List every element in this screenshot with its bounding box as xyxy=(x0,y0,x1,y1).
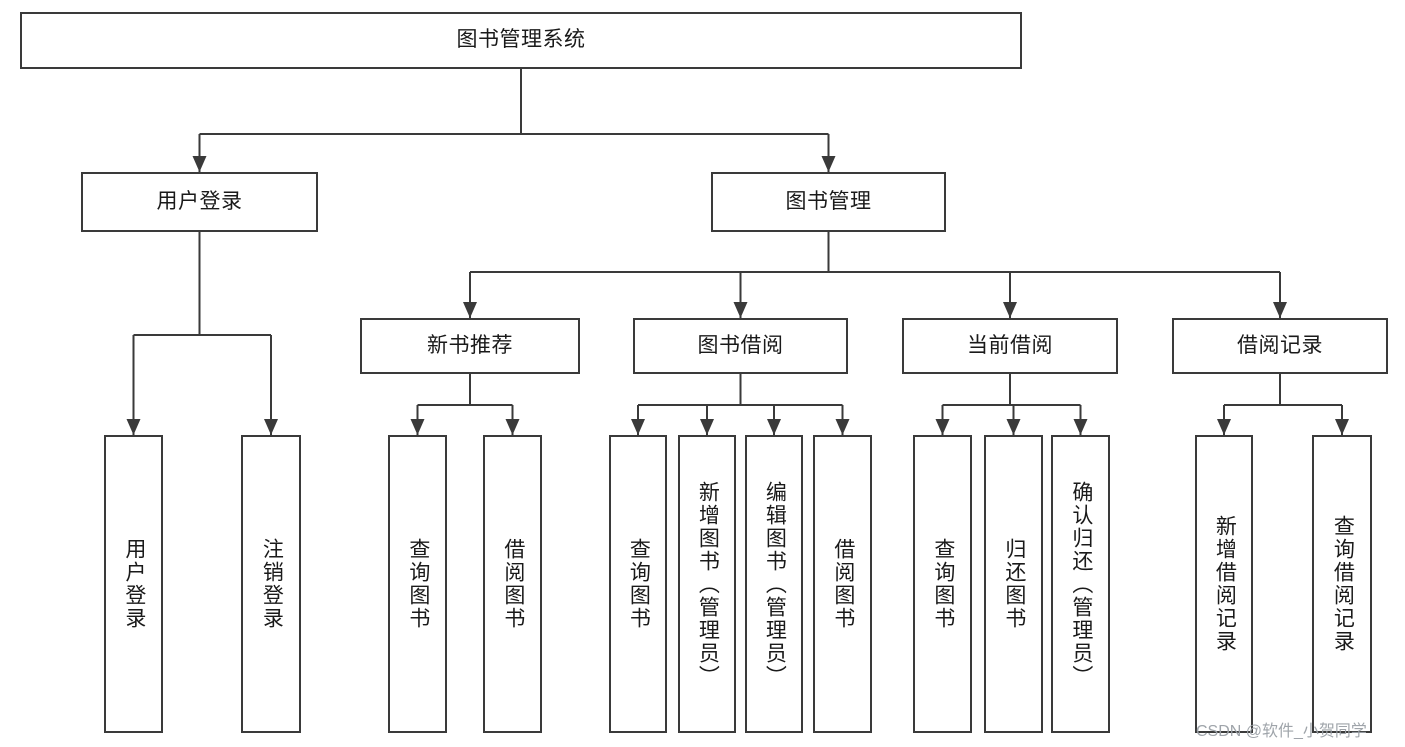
node-label-leaf-add-record: 新增借阅记录 xyxy=(1213,515,1237,653)
node-label-leaf-query-book-current: 查询图书 xyxy=(931,538,955,630)
node-current-borrow[interactable]: 当前借阅 xyxy=(902,318,1118,374)
node-root[interactable]: 图书管理系统 xyxy=(20,12,1022,69)
node-leaf-borrow-book-rec[interactable]: 借阅图书 xyxy=(483,435,542,733)
arrow-head-leaf-add-record xyxy=(1217,419,1231,435)
node-label-leaf-borrow-book-rec: 借阅图书 xyxy=(501,538,525,630)
node-leaf-query-book-current[interactable]: 查询图书 xyxy=(913,435,972,733)
node-label-user-login: 用户登录 xyxy=(156,189,243,213)
node-label-leaf-confirm-return: 确认归还（管理员） xyxy=(1069,480,1093,688)
arrow-head-leaf-return-book xyxy=(1006,419,1021,435)
node-label-leaf-borrow-book: 借阅图书 xyxy=(831,538,855,630)
node-label-book-borrow: 图书借阅 xyxy=(697,333,784,357)
node-leaf-confirm-return[interactable]: 确认归还（管理员） xyxy=(1051,435,1110,733)
node-book-borrow[interactable]: 图书借阅 xyxy=(633,318,848,374)
node-label-root: 图书管理系统 xyxy=(456,28,586,52)
node-book-manage[interactable]: 图书管理 xyxy=(711,172,946,232)
node-leaf-return-book[interactable]: 归还图书 xyxy=(984,435,1043,733)
arrow-head-leaf-logout xyxy=(264,419,278,435)
node-label-leaf-query-book-rec: 查询图书 xyxy=(406,538,430,630)
node-label-borrow-record: 借阅记录 xyxy=(1237,333,1323,357)
node-label-new-book-rec: 新书推荐 xyxy=(427,333,513,357)
arrow-head-borrow-record xyxy=(1273,302,1287,318)
arrow-head-leaf-borrow-book-rec xyxy=(505,419,520,435)
arrow-head-new-book-rec xyxy=(463,302,477,318)
arrow-head-leaf-query-book-rec xyxy=(410,419,425,435)
arrow-head-leaf-confirm-return xyxy=(1073,419,1088,435)
arrow-head-leaf-query-book-current xyxy=(935,419,950,435)
arrow-head-leaf-query-record xyxy=(1335,419,1349,435)
node-label-leaf-add-book: 新增图书（管理员） xyxy=(696,480,720,688)
node-leaf-query-book-borrow[interactable]: 查询图书 xyxy=(609,435,667,733)
arrow-head-current-borrow xyxy=(1003,302,1017,318)
arrow-head-user-login xyxy=(192,156,207,172)
node-leaf-query-book-rec[interactable]: 查询图书 xyxy=(388,435,447,733)
node-label-leaf-logout: 注销登录 xyxy=(260,538,284,630)
node-label-current-borrow: 当前借阅 xyxy=(967,333,1053,357)
arrow-head-leaf-edit-book xyxy=(767,419,781,435)
node-leaf-add-record[interactable]: 新增借阅记录 xyxy=(1195,435,1253,733)
node-leaf-user-login[interactable]: 用户登录 xyxy=(104,435,163,733)
node-leaf-edit-book[interactable]: 编辑图书（管理员） xyxy=(745,435,803,733)
arrow-head-leaf-borrow-book xyxy=(835,419,850,435)
node-leaf-query-record[interactable]: 查询借阅记录 xyxy=(1312,435,1372,733)
node-label-leaf-query-book-borrow: 查询图书 xyxy=(627,538,651,630)
arrow-head-book-borrow xyxy=(733,302,748,318)
node-leaf-add-book[interactable]: 新增图书（管理员） xyxy=(678,435,736,733)
arrow-head-book-manage xyxy=(821,156,836,172)
node-label-leaf-edit-book: 编辑图书（管理员） xyxy=(763,480,787,688)
node-leaf-logout[interactable]: 注销登录 xyxy=(241,435,301,733)
node-new-book-rec[interactable]: 新书推荐 xyxy=(360,318,580,374)
node-user-login[interactable]: 用户登录 xyxy=(81,172,318,232)
node-borrow-record[interactable]: 借阅记录 xyxy=(1172,318,1388,374)
arrow-head-leaf-user-login xyxy=(126,419,141,435)
node-leaf-borrow-book[interactable]: 借阅图书 xyxy=(813,435,872,733)
node-label-leaf-query-record: 查询借阅记录 xyxy=(1331,515,1355,653)
arrow-head-leaf-add-book xyxy=(700,419,714,435)
node-label-book-manage: 图书管理 xyxy=(785,189,872,213)
node-label-leaf-return-book: 归还图书 xyxy=(1002,538,1026,630)
arrow-head-leaf-query-book-borrow xyxy=(631,419,645,435)
node-label-leaf-user-login: 用户登录 xyxy=(122,538,146,630)
